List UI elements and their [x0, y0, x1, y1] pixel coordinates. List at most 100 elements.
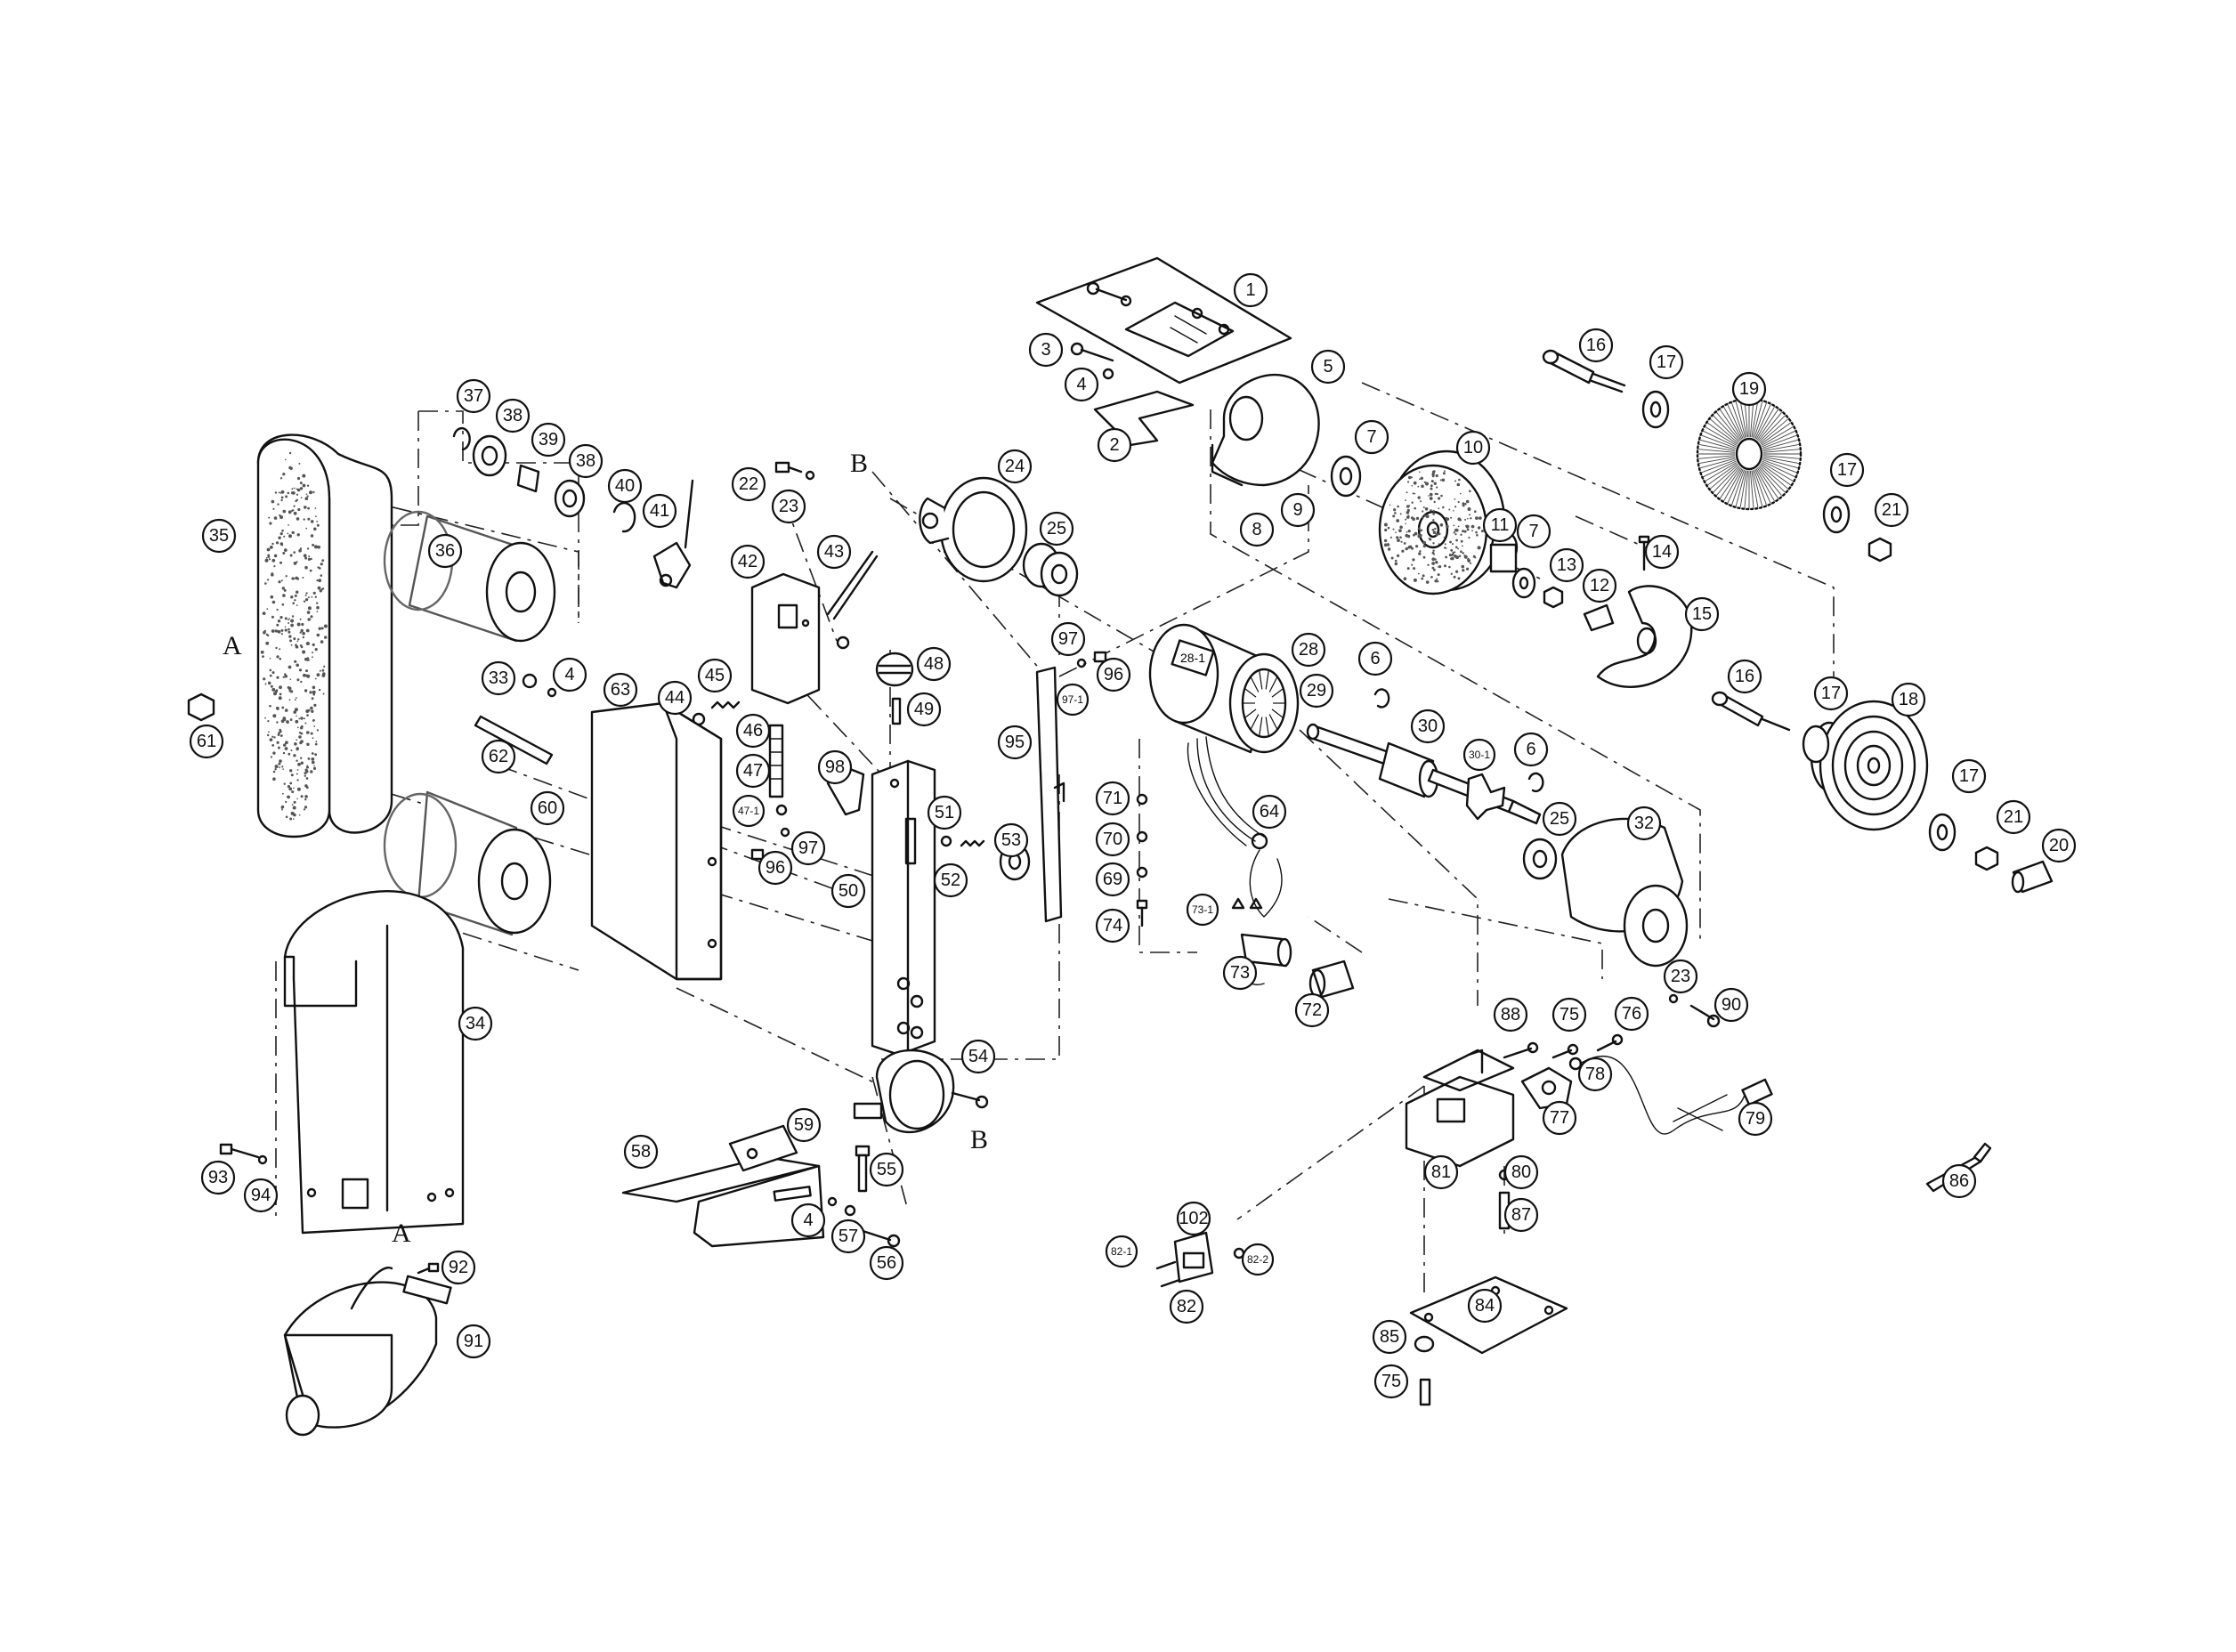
callout-3: 3	[1028, 332, 1064, 368]
svg-text:14: 14	[1652, 542, 1672, 562]
svg-text:77: 77	[1550, 1108, 1569, 1128]
callout-79: 79	[1738, 1101, 1773, 1137]
wheel-guard-left	[1211, 374, 1320, 487]
callout-33: 33	[481, 660, 516, 696]
stator-stamp: 28-1	[1180, 651, 1205, 665]
svg-text:36: 36	[435, 541, 455, 561]
strip-plate-95	[1035, 666, 1065, 923]
eye-shield-plate	[1035, 256, 1292, 385]
callout-52: 52	[933, 862, 968, 898]
svg-text:55: 55	[877, 1160, 896, 1179]
svg-text:93: 93	[208, 1168, 228, 1187]
nut-51	[940, 835, 952, 847]
svg-text:62: 62	[489, 747, 508, 766]
callout-25b: 25	[1542, 801, 1577, 837]
svg-text:80: 80	[1511, 1162, 1531, 1182]
svg-text:91: 91	[464, 1332, 483, 1351]
svg-text:79: 79	[1746, 1109, 1765, 1129]
svg-text:46: 46	[743, 721, 763, 741]
callout-70: 70	[1095, 822, 1130, 857]
idler-drum	[383, 510, 556, 643]
svg-text:39: 39	[539, 430, 558, 449]
wheel-guard-right	[1596, 585, 1693, 688]
callout-43: 43	[816, 534, 852, 570]
svg-text:40: 40	[615, 476, 635, 496]
callout-28: 28	[1291, 632, 1326, 668]
flange-17-d	[1928, 813, 1956, 852]
screw-93	[219, 1143, 268, 1165]
tension-lever	[652, 479, 694, 589]
callout-35: 35	[201, 518, 237, 554]
work-rest	[621, 1155, 825, 1248]
flange-washer-left	[1330, 455, 1362, 498]
svg-text:41: 41	[650, 501, 669, 521]
svg-text:25: 25	[1047, 519, 1066, 539]
washer-69	[1136, 866, 1148, 879]
svg-text:84: 84	[1475, 1296, 1495, 1316]
svg-text:18: 18	[1899, 690, 1918, 709]
svg-text:7: 7	[1528, 522, 1538, 541]
svg-text:34: 34	[466, 1014, 485, 1033]
svg-text:7: 7	[1366, 427, 1376, 447]
callout-10: 10	[1455, 430, 1491, 466]
back-plate-63	[590, 701, 723, 981]
callout-75a: 75	[1551, 997, 1587, 1032]
flange-17-b	[1822, 495, 1851, 534]
svg-text:60: 60	[538, 798, 557, 818]
callout-16a: 16	[1578, 328, 1614, 363]
callout-84: 84	[1467, 1288, 1503, 1324]
callout-74: 74	[1095, 908, 1130, 943]
svg-text:9: 9	[1292, 500, 1302, 520]
svg-text:43: 43	[824, 542, 844, 562]
callout-64: 64	[1252, 794, 1287, 830]
callout-85: 85	[1372, 1319, 1407, 1355]
callout-86: 86	[1941, 1163, 1977, 1199]
svg-text:42: 42	[738, 552, 757, 571]
svg-text:92: 92	[449, 1258, 468, 1277]
svg-text:97: 97	[798, 838, 818, 858]
callout-4c: 4	[790, 1203, 826, 1238]
callout-56: 56	[869, 1245, 904, 1281]
plate-59	[728, 1124, 798, 1172]
svg-text:8: 8	[1252, 520, 1261, 539]
svg-text:95: 95	[1005, 733, 1025, 752]
callout-11: 11	[1482, 507, 1518, 543]
svg-text:86: 86	[1949, 1171, 1969, 1191]
wiring-harness	[1187, 736, 1283, 918]
svg-text:28: 28	[1299, 640, 1318, 660]
svg-text:47: 47	[743, 761, 763, 781]
svg-text:16: 16	[1586, 336, 1606, 355]
callout-51: 51	[927, 795, 962, 830]
svg-text:47-1: 47-1	[738, 805, 759, 817]
svg-text:4: 4	[1076, 375, 1086, 394]
callout-97-1: 97-1	[1056, 683, 1090, 717]
stator-housing: 28-1	[1148, 623, 1300, 754]
drive-drum	[383, 790, 552, 936]
svg-text:73: 73	[1230, 963, 1250, 983]
svg-text:58: 58	[631, 1142, 651, 1162]
callout-73: 73	[1222, 955, 1258, 991]
svg-text:75: 75	[1560, 1005, 1579, 1024]
washer-70	[1136, 830, 1148, 843]
spring-52	[960, 839, 985, 847]
section-mark-b-top: B	[850, 449, 868, 478]
spacer-39	[516, 464, 540, 493]
callout-39: 39	[531, 422, 566, 458]
callout-97b: 97	[790, 830, 826, 866]
svg-text:17: 17	[1657, 352, 1676, 372]
svg-text:82: 82	[1177, 1297, 1196, 1316]
callout-6a: 6	[1357, 641, 1393, 676]
clamp-collar	[853, 1049, 989, 1134]
svg-text:61: 61	[197, 732, 216, 751]
callout-24: 24	[997, 449, 1033, 484]
svg-text:72: 72	[1302, 1000, 1322, 1020]
callout-93: 93	[200, 1160, 236, 1195]
nut-21-top	[1867, 537, 1892, 563]
screw-88	[1503, 1041, 1539, 1059]
callout-22: 22	[731, 466, 766, 502]
callout-20: 20	[2041, 828, 2077, 863]
callout-7b: 7	[1516, 514, 1551, 549]
rotor-shaft	[1306, 723, 1542, 825]
callout-94: 94	[243, 1178, 279, 1213]
